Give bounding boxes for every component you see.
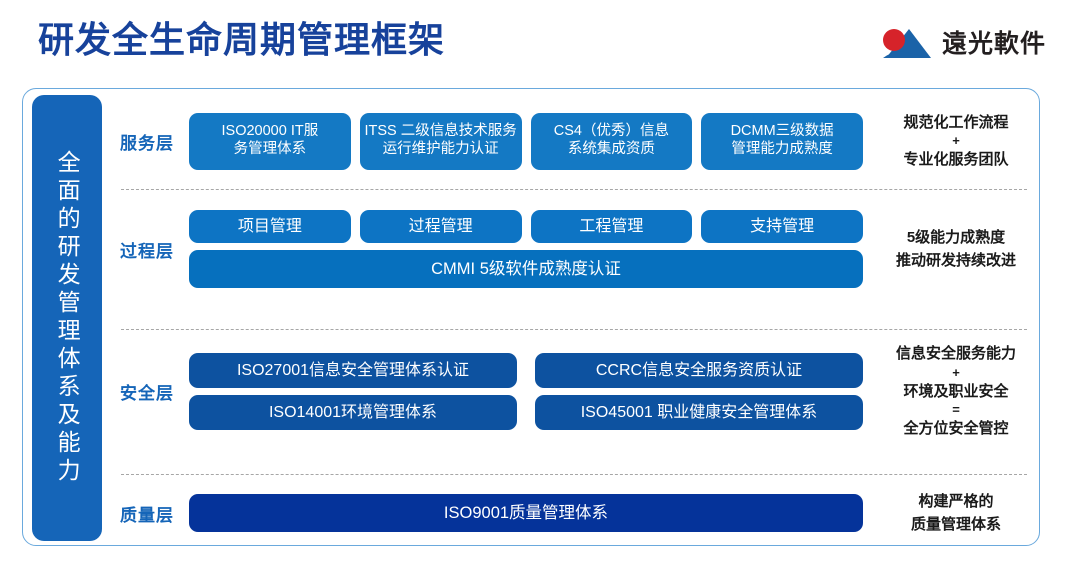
chip-line: 项目管理 过程管理 工程管理 支持管理	[189, 210, 863, 243]
chip-dcmm[interactable]: DCMM三级数据 管理能力成熟度	[701, 112, 863, 170]
chip-line: ISO20000 IT服 务管理体系 ITSS 二级信息技术服务 运行维护能力认…	[189, 112, 863, 170]
note-operator: =	[952, 402, 960, 418]
chip-iso27001[interactable]: ISO27001信息安全管理体系认证	[189, 353, 517, 388]
layer-note-quality: 构建严格的 质量管理体系	[863, 490, 1041, 537]
layer-body-quality: ISO9001质量管理体系	[185, 494, 863, 532]
page-header: 研发全生命周期管理框架 遠光軟件	[0, 0, 1080, 84]
chip-line: ISO14001环境管理体系 ISO45001 职业健康安全管理体系	[189, 395, 863, 430]
note-line: 质量管理体系	[910, 516, 1001, 533]
layer-row-service: 服务层 ISO20000 IT服 务管理体系 ITSS 二级信息技术服务 运行维…	[109, 97, 1041, 185]
note-line: 构建严格的	[918, 492, 994, 510]
layer-label-quality: 质量层	[120, 505, 174, 525]
note-line: 全方位安全管控	[903, 420, 1009, 438]
chip-itss[interactable]: ITSS 二级信息技术服务 运行维护能力认证	[359, 112, 522, 170]
note-line: 5级能力成熟度	[906, 228, 1006, 246]
layer-divider-3	[121, 474, 1027, 475]
chip-line: ISO9001质量管理体系	[189, 494, 863, 532]
chip-cmmi5[interactable]: CMMI 5级软件成熟度认证	[189, 250, 863, 288]
sidebar-vertical-band: 全面的研发管理体系及能力	[32, 95, 102, 541]
chip-iso45001[interactable]: ISO45001 职业健康安全管理体系	[535, 395, 863, 430]
layer-rows: 服务层 ISO20000 IT服 务管理体系 ITSS 二级信息技术服务 运行维…	[109, 89, 1041, 544]
layer-body-service: ISO20000 IT服 务管理体系 ITSS 二级信息技术服务 运行维护能力认…	[185, 112, 863, 170]
layer-body-security: ISO27001信息安全管理体系认证 CCRC信息安全服务资质认证 ISO140…	[185, 353, 863, 430]
note-operator: +	[952, 132, 960, 148]
framework-card: 全面的研发管理体系及能力 服务层 ISO20000 IT服 务管理体系 ITSS…	[22, 88, 1040, 546]
layer-label-service: 服务层	[120, 133, 174, 153]
chip-iso14001[interactable]: ISO14001环境管理体系	[189, 395, 517, 430]
layer-label-process: 过程层	[120, 241, 174, 261]
layer-note-process: 5级能力成熟度 推动研发持续改进	[863, 226, 1041, 273]
chip-process-mgmt[interactable]: 过程管理	[359, 210, 522, 243]
chip-ccrc[interactable]: CCRC信息安全服务资质认证	[535, 353, 863, 388]
layer-divider-1	[121, 189, 1027, 190]
chip-iso20000[interactable]: ISO20000 IT服 务管理体系	[189, 112, 351, 170]
page-title: 研发全生命周期管理框架	[38, 19, 446, 60]
chip-line: ISO27001信息安全管理体系认证 CCRC信息安全服务资质认证	[189, 353, 863, 388]
note-operator: +	[952, 364, 960, 380]
note-line: 信息安全服务能力	[895, 345, 1016, 363]
layer-label-security: 安全层	[120, 384, 174, 403]
chip-project-mgmt[interactable]: 项目管理	[189, 210, 351, 243]
note-line: 推动研发持续改进	[895, 252, 1016, 269]
chip-cs4[interactable]: CS4（优秀）信息 系统集成资质	[530, 112, 693, 170]
layer-row-process: 过程层 项目管理 过程管理 工程管理 支持管理 CMMI 5级软件成熟度认证 5…	[109, 199, 1041, 299]
company-logo-icon	[879, 27, 933, 61]
chip-engineering-mgmt[interactable]: 工程管理	[530, 210, 693, 243]
note-line: 环境及职业安全	[903, 382, 1009, 400]
brand-name: 遠光軟件	[941, 30, 1046, 58]
layer-note-service: 规范化工作流程 + 专业化服务团队	[863, 111, 1041, 172]
layer-body-process: 项目管理 过程管理 工程管理 支持管理 CMMI 5级软件成熟度认证	[185, 210, 863, 288]
layer-row-quality: 质量层 ISO9001质量管理体系 构建严格的 质量管理体系	[109, 482, 1041, 544]
layer-divider-2	[121, 329, 1027, 330]
note-line: 专业化服务团队	[903, 151, 1009, 169]
chip-iso9001[interactable]: ISO9001质量管理体系	[189, 494, 863, 532]
chip-support-mgmt[interactable]: 支持管理	[701, 210, 863, 243]
brand-logo: 遠光軟件	[879, 24, 1046, 64]
layer-note-security: 信息安全服务能力 + 环境及职业安全 = 全方位安全管控	[863, 342, 1041, 440]
chip-line: CMMI 5级软件成熟度认证	[189, 250, 863, 288]
note-line: 规范化工作流程	[903, 113, 1009, 131]
layer-row-security: 安全层 ISO27001信息安全管理体系认证 CCRC信息安全服务资质认证 IS…	[109, 339, 1041, 444]
sidebar-label: 全面的研发管理体系及能力	[54, 150, 81, 486]
